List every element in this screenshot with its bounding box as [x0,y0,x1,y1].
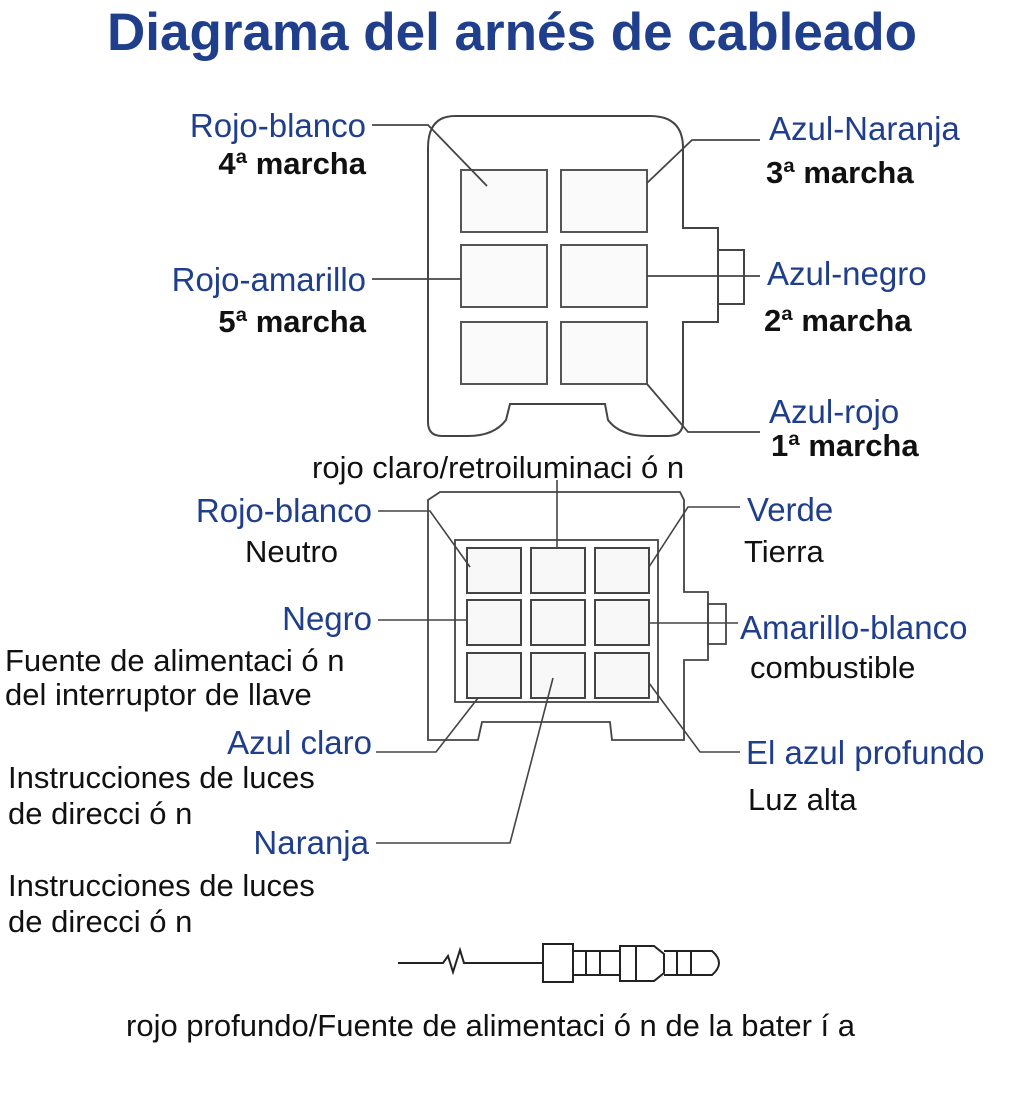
pin-slot [560,244,648,308]
wire-function-label: Neutro [245,534,339,569]
wire-color-label: El azul profundo [746,734,985,771]
wire-function-label: combustible [750,650,916,685]
pin-slot [530,547,586,594]
wire-color-label: Negro [282,600,372,637]
wire-function-label: Luz alta [748,782,857,817]
diagram-title: Diagrama del arnés de cableado [106,3,918,62]
leader-line [646,383,760,433]
wire-function-label: de direcci ó n [8,796,193,831]
wire-color-label: Azul-Naranja [769,110,960,147]
connector-6-pin-housing [427,115,719,437]
wire-label-top-center: rojo claro/retroiluminaci ó n [312,450,685,485]
pin-slot [530,652,586,699]
connector-6-pin [427,115,745,437]
wire-color-label: Azul-negro [767,255,927,292]
battery-wire [398,943,720,983]
terminal-tip [664,950,720,976]
connector-9-pin-tab [707,603,727,645]
leader-line [646,139,760,184]
wire-function-label: 4ª marcha [218,146,366,181]
wire-color-label: Azul-rojo [769,393,900,430]
wire [398,946,543,976]
leader-line [372,124,488,187]
pin-slot [594,599,650,646]
leader-line [378,510,471,568]
wire-function-label: 5ª marcha [218,304,366,339]
wire-color-label: Verde [747,491,834,528]
connector-6-pin-slots [460,169,648,385]
pin-slot [530,599,586,646]
pin-slot [460,169,548,233]
wire-function-label: Instrucciones de luces [8,760,315,795]
wire-function-label: de direcci ó n [8,904,193,939]
wire-function-label: Instrucciones de luces [8,868,315,903]
leader-line [648,682,740,753]
wire-color-label: Amarillo-blanco [740,609,968,646]
wire-color-label: Azul claro [227,724,372,761]
wire-function-label: 3ª marcha [766,155,914,190]
wire-color-label: Naranja [253,824,369,861]
wire-color-label: Rojo-blanco [195,492,372,529]
pin-slot [466,599,522,646]
wire-function-label: Tierra [744,534,824,569]
terminal-collar [542,943,574,983]
connector-6-pin-leader-lines [372,124,760,433]
wire-function-label: Fuente de alimentaci ó n [5,643,345,678]
pin-slot [594,547,650,594]
pin-slot [460,321,548,385]
connector-9-pin-leader-lines [376,480,740,844]
wire-color-label: Rojo-amarillo [171,261,366,298]
leader-line [376,677,554,844]
wire-function-label: 2ª marcha [764,303,912,338]
wire-color-label: Rojo-blanco [189,107,366,144]
terminal-barrel [619,945,665,982]
wire-function-label: 1ª marcha [771,428,919,463]
pin-slot [560,321,648,385]
pin-slot [594,652,650,699]
wire-function-label: del interruptor de llave [5,677,312,712]
connector-6-pin-tab [717,249,745,305]
leader-line [648,506,740,568]
pin-slot [560,169,648,233]
battery-wire-label: rojo profundo/Fuente de alimentaci ó n d… [126,1008,855,1043]
pin-slot [466,652,522,699]
pin-slot [466,547,522,594]
leader-line [376,697,479,753]
pin-slot [460,244,548,308]
connector-9-pin-slots [466,547,650,699]
